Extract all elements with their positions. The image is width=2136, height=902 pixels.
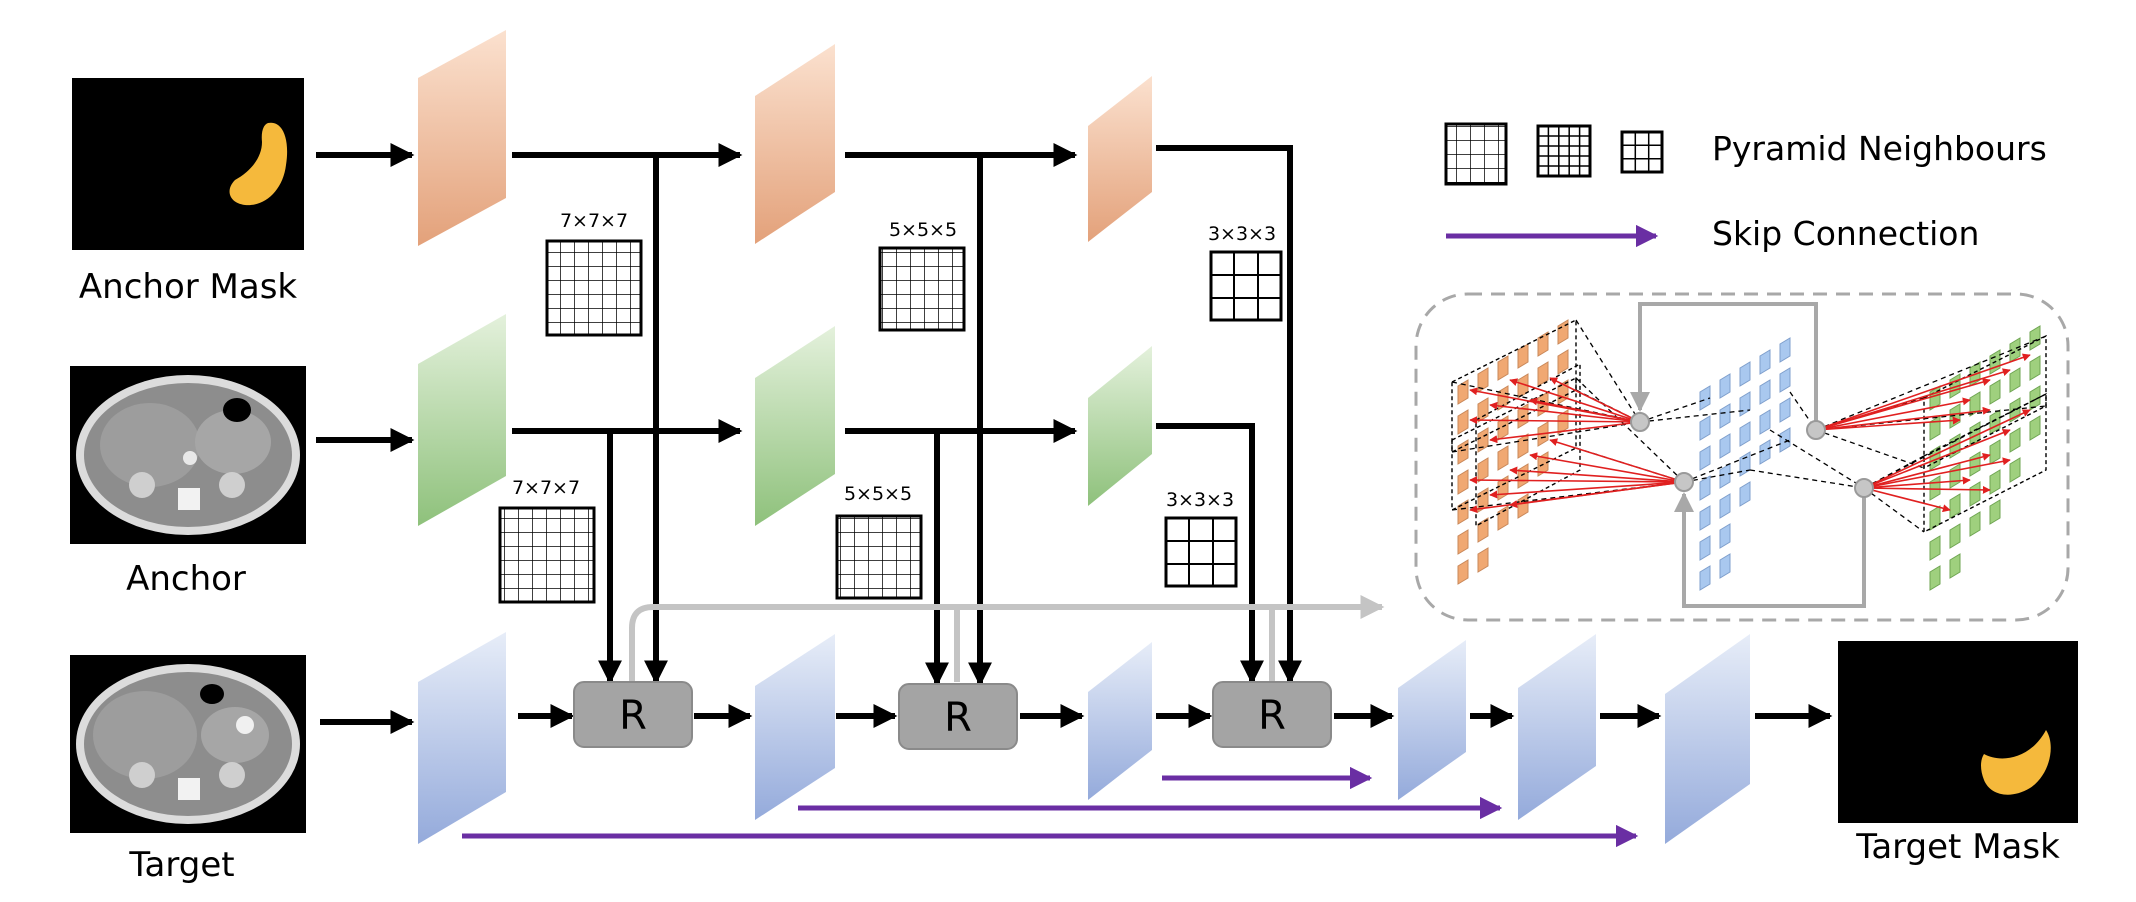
skip-connections bbox=[462, 766, 1639, 848]
target-feature-l2 bbox=[755, 634, 835, 820]
target-label: Target bbox=[128, 845, 234, 885]
anchor-ct-image bbox=[70, 366, 306, 544]
mask-feature-l2 bbox=[755, 44, 835, 244]
anchor-patch-grid bbox=[1923, 325, 2047, 591]
decoder-feature-1 bbox=[1398, 640, 1466, 800]
main-flow-arrows bbox=[316, 143, 1833, 734]
target-mask-label: Target Mask bbox=[1855, 827, 2060, 867]
predicted-mask-blob bbox=[1981, 730, 2051, 795]
registration-block-r3: R bbox=[1212, 681, 1332, 748]
anchor-mask-label: Anchor Mask bbox=[79, 267, 298, 307]
mask-feature-l3 bbox=[1088, 76, 1152, 242]
registration-block-r1: R bbox=[573, 681, 693, 748]
legend-pyramid-label: Pyramid Neighbours bbox=[1712, 129, 2047, 168]
target-mask-image bbox=[1838, 641, 2078, 823]
target-feature-l1 bbox=[418, 632, 506, 844]
grid-anchor-l1 bbox=[498, 506, 596, 604]
grid-mask-l3 bbox=[1209, 250, 1283, 322]
anchor-feature-l1 bbox=[418, 314, 506, 526]
decoder-feature-2 bbox=[1518, 634, 1596, 820]
legend-grid-medium bbox=[1536, 124, 1592, 178]
legend: Pyramid Neighbours Skip Connection bbox=[1444, 122, 2047, 253]
anchor-feature-l3 bbox=[1088, 346, 1152, 506]
grid-label-mask-l2: 5×5×5 bbox=[889, 219, 957, 241]
attention-arrows bbox=[1469, 353, 2031, 514]
correlation-detail-panel bbox=[1414, 292, 2070, 622]
liver-mask-blob bbox=[229, 122, 288, 206]
grid-label-anchor-l1: 7×7×7 bbox=[512, 477, 580, 499]
grid-label-mask-l3: 3×3×3 bbox=[1208, 223, 1276, 245]
svg-text:R: R bbox=[1258, 693, 1286, 739]
svg-text:R: R bbox=[619, 693, 647, 739]
grid-mask-l2 bbox=[878, 246, 966, 332]
grid-label-anchor-l3: 3×3×3 bbox=[1166, 489, 1234, 511]
anchor-feature-l2 bbox=[755, 326, 835, 526]
legend-grid-small bbox=[1620, 130, 1664, 174]
anchor-mask-image bbox=[72, 78, 304, 250]
grid-label-anchor-l2: 5×5×5 bbox=[844, 483, 912, 505]
registration-block-r2: R bbox=[898, 683, 1018, 750]
gray-feature-flow bbox=[629, 595, 1385, 682]
grid-label-mask-l1: 7×7×7 bbox=[560, 210, 628, 232]
grid-anchor-l2 bbox=[835, 514, 923, 600]
target-ct-image bbox=[70, 655, 306, 833]
target-feature-l3 bbox=[1088, 642, 1152, 800]
anchor-label: Anchor bbox=[126, 559, 246, 599]
grid-mask-l1 bbox=[545, 239, 643, 337]
grid-anchor-l3 bbox=[1164, 516, 1238, 588]
junction-nodes bbox=[1630, 412, 1874, 498]
decoder-feature-3 bbox=[1665, 634, 1750, 844]
legend-skip-label: Skip Connection bbox=[1712, 214, 1979, 253]
legend-grid-large bbox=[1444, 122, 1508, 186]
target-patch-grid bbox=[1699, 337, 1791, 591]
refinement-loops bbox=[1630, 302, 1866, 608]
mask-feature-l1 bbox=[418, 30, 506, 246]
svg-text:R: R bbox=[944, 695, 972, 741]
